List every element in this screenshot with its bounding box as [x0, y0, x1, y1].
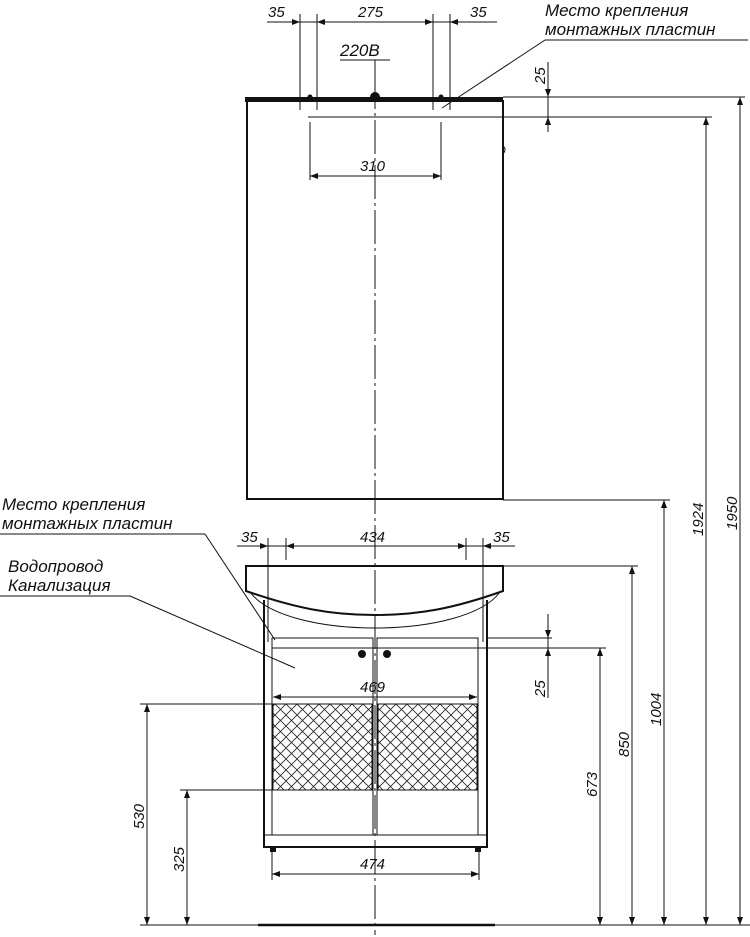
mirror-top-dimensions: 35 275 35	[267, 4, 497, 110]
vanity-dim-plate-span: 434	[360, 529, 385, 546]
mirror-mount-label-line2: монтажных пластин	[545, 20, 716, 39]
vanity-mount-label-line2: монтажных пластин	[2, 514, 173, 533]
height-850: 850	[616, 731, 633, 757]
power-label: 220В	[339, 41, 380, 60]
vanity-mount-label-line1: Место крепления	[2, 495, 145, 514]
vanity-mid-dimension: 469	[273, 679, 477, 700]
mount-point-left	[307, 94, 313, 100]
vanity-unit	[245, 565, 552, 852]
vanity-dim-left-offset: 35	[241, 529, 258, 546]
mirror-dim-plate-span: 275	[357, 4, 384, 21]
utilities-callout: Водопровод Канализация	[0, 557, 296, 669]
mirror-dim-inner-width: 310	[360, 158, 386, 175]
height-325: 325	[171, 846, 188, 872]
mirror-mount-callout: Место крепления монтажных пластин	[441, 1, 748, 109]
vanity-top-dimensions: 35 434 35	[237, 529, 515, 642]
leg-left	[270, 847, 276, 852]
mirror-dim-left-offset: 35	[268, 4, 285, 21]
mirror-dim-top-offset: 25	[532, 67, 549, 85]
mount-point-right	[438, 94, 444, 100]
vanity-mount-callout: Место крепления монтажных пластин	[0, 495, 276, 641]
hinge-mark	[502, 145, 506, 155]
height-1924: 1924	[690, 503, 707, 536]
vanity-offset-dimension: 25	[532, 614, 551, 698]
height-1004: 1004	[648, 693, 665, 726]
mirror-mount-label-line1: Место крепления	[545, 1, 688, 20]
knob-right	[383, 650, 391, 658]
power-label-group: 220В	[339, 41, 390, 97]
lattice-panel-right	[377, 703, 478, 791]
lattice-panel-left	[272, 703, 373, 791]
knob-left	[358, 650, 366, 658]
height-530: 530	[131, 803, 148, 829]
vanity-dim-mid-width: 469	[360, 679, 386, 696]
leg-right	[475, 847, 481, 852]
vanity-dim-right-offset: 35	[493, 529, 510, 546]
mirror-dim-right-offset: 35	[470, 4, 487, 21]
vanity-dim-top-offset: 25	[532, 680, 549, 698]
height-dimensions: 1950 1924 1004 850 673 530	[131, 96, 745, 925]
utilities-label-line1: Водопровод	[8, 557, 103, 576]
utilities-label-line2: Канализация	[8, 576, 111, 595]
vanity-dim-bottom-width: 474	[360, 856, 385, 873]
height-673: 673	[584, 771, 601, 797]
height-1950: 1950	[724, 496, 741, 530]
mirror-cabinet	[245, 92, 552, 500]
